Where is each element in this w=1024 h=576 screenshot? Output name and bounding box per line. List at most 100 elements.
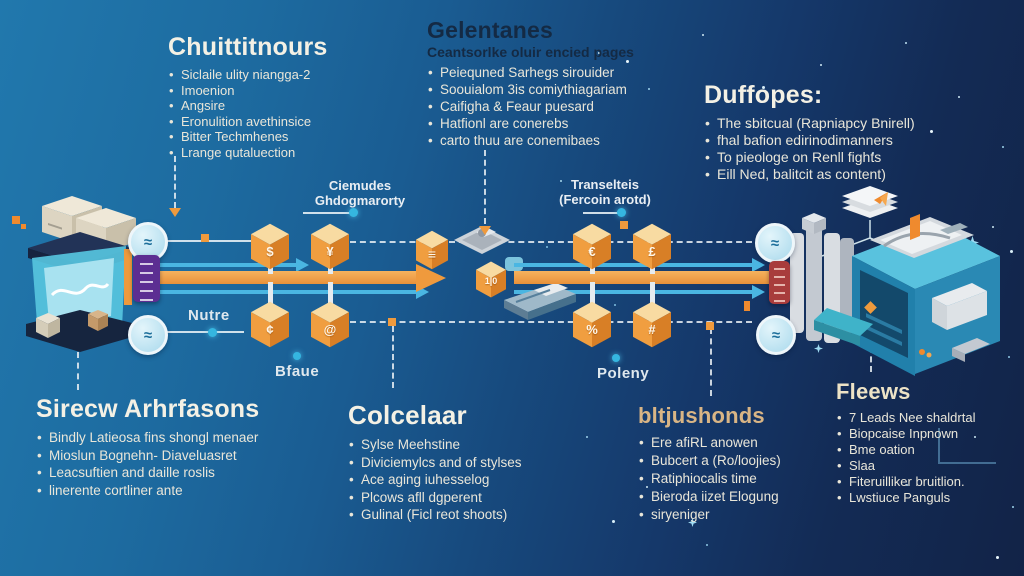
bullet-list: Bindly Latieosa fins shongl menaer Miosl… — [36, 429, 336, 499]
connector-line — [162, 331, 244, 333]
panel-bottom-mid-right: bltjushonds Ere afiRL anowen Bubcert a (… — [638, 403, 828, 524]
cube-stem — [328, 282, 333, 306]
bullet-item: Ere afiRL anowen — [638, 434, 828, 452]
bullet-item: Bitter Techmhenes — [168, 129, 448, 145]
bullet-item: linerente cortliner ante — [36, 482, 336, 500]
flow-arrow-blue-head — [296, 258, 309, 272]
bullet-item: Sylse Meehstine — [348, 436, 628, 454]
node-marker-icon — [620, 221, 628, 229]
node-marker-icon — [201, 234, 209, 242]
bullet-item: Bubcert a (Ro/loojies) — [638, 452, 828, 470]
bullet-item: Soouialom 3is comiythiagariam — [427, 81, 727, 98]
cube-glyph: € — [588, 244, 596, 259]
panel-title: Duffopes: — [704, 81, 823, 109]
coin-node-icon: ≈ — [756, 315, 796, 355]
bullet-item: Ace aging iuhesselog — [348, 471, 628, 489]
cube-glyph: @ — [323, 322, 337, 337]
stage-label-1: Ciemudes Ghdogmarorty — [314, 178, 406, 208]
panel-bottom-right: Fleews 7 Leads Nee shaldrtal Biopcaise I… — [836, 379, 1016, 506]
bullet-item: Gulinal (Ficl reot shoots) — [348, 506, 628, 524]
document-cube-icon: ≡ — [416, 230, 448, 270]
bullet-item: Siclaile ulity niangga-2 — [168, 67, 448, 83]
label-bfaue: Bfaue — [275, 363, 320, 380]
bullet-item: To pieologe on Renll fights — [704, 149, 1004, 166]
stage-label-2: Transelteis (Fercoin arotd) — [559, 177, 651, 207]
bullet-item: Caifigha & Feaur puesard — [427, 98, 727, 115]
label-poleny: Poleny — [597, 365, 650, 382]
panel-title: Sirecw Arhrfasons — [36, 395, 260, 423]
label-pointer-dot — [293, 352, 301, 360]
dashed-line — [350, 241, 752, 243]
dashed-line — [484, 150, 486, 224]
bullet-item: Lwstiuce Panguls — [836, 490, 1016, 506]
flow-arrow-blue — [514, 263, 752, 267]
bullet-item: Mioslun Bognehn- Diaveluasret — [36, 447, 336, 465]
label-pointer-dot — [612, 354, 620, 362]
flow-arrow-orange-head — [416, 264, 446, 292]
bullet-item: Fiteruilliker bruitlion. — [836, 474, 1016, 490]
bullet-list: Ere afiRL anowen Bubcert a (Ro/loojies) … — [638, 434, 828, 524]
block-cube-icon: € — [573, 223, 611, 270]
arrow-down-icon — [479, 226, 491, 235]
sparkle-icon — [814, 344, 823, 353]
bullet-item: Diviciemylcs and of stylses — [348, 454, 628, 472]
flow-arrow-orange — [158, 271, 416, 284]
dashed-line — [77, 320, 79, 390]
flow-arrow-orange — [514, 271, 770, 284]
bullet-item: fhal bafion edirinodimanners — [704, 132, 1004, 149]
flow-arrow-blue-head — [752, 258, 765, 272]
bullet-list: Peiequned Sarhegs sirouider Soouialom 3i… — [427, 64, 727, 149]
cube-glyph: ¢ — [266, 322, 274, 337]
label-pointer-line — [583, 212, 619, 214]
star-field-icon — [0, 0, 3, 3]
panel-top-right: Duffopes: The sbitcual (Rapniapcy Bnirel… — [704, 81, 1004, 183]
bullet-item: Ratiphiocalis time — [638, 470, 828, 488]
block-cube-icon: % — [573, 301, 611, 348]
bullet-item: Biopcaise Inpnown — [836, 426, 1016, 442]
flow-arrow-blue-head — [752, 285, 765, 299]
binary-cube-icon: 1|0 — [476, 261, 506, 298]
bullet-item: Eill Ned, balitcit as content) — [704, 166, 1004, 183]
cube-glyph: ≡ — [427, 246, 437, 262]
cube-glyph: ¥ — [326, 244, 334, 259]
panel-top-center: Gelentanes Ceantsorlke oluir encied page… — [427, 17, 727, 149]
label-nutre: Nutre — [188, 307, 230, 324]
bullet-item: Eronulition avethinsice — [168, 114, 448, 130]
bullet-item: Bme oation — [836, 442, 1016, 458]
coin-node-icon: ≈ — [755, 223, 795, 263]
bullet-item: Imoenion — [168, 83, 448, 99]
bullet-item: The sbitcual (Rapniapcy Bnirell) — [704, 115, 1004, 132]
flow-arrow-blue — [158, 263, 296, 267]
purple-chip-icon — [133, 255, 160, 302]
bullet-list: Sylse Meehstine Diviciemylcs and of styl… — [348, 436, 628, 524]
block-cube-icon: ¢ — [251, 301, 289, 348]
dashed-line — [350, 321, 752, 323]
cube-glyph: 1|0 — [484, 276, 498, 286]
left-machine-illustration — [26, 196, 136, 352]
bullet-item: Lrange qutaluection — [168, 145, 448, 161]
bullet-item: Hatfionl are conerebs — [427, 115, 727, 132]
panel-title: Colcelaar — [348, 400, 467, 430]
panel-title: Fleews — [836, 379, 911, 404]
cube-glyph: # — [648, 322, 656, 337]
panel-top-left: Chuittitnours Siclaile ulity niangga-2 I… — [168, 33, 448, 160]
bullet-item: Angsire — [168, 98, 448, 114]
block-cube-icon: $ — [251, 223, 289, 270]
pixel-deco-icon — [21, 224, 26, 229]
cube-stem — [268, 282, 273, 306]
bullet-item: Leacsuftien and daille roslis — [36, 464, 336, 482]
node-marker-icon — [706, 322, 714, 330]
cube-stem — [590, 282, 595, 306]
bullet-item: 7 Leads Nee shaldrtal — [836, 410, 1016, 426]
dashed-line — [174, 156, 176, 208]
bullet-item: Slaa — [836, 458, 1016, 474]
dashed-line — [710, 328, 712, 396]
flow-arrow-blue — [158, 290, 416, 294]
pixel-deco-icon — [744, 301, 750, 311]
red-chip-icon — [769, 261, 790, 304]
panel-title: Chuittitnours — [168, 33, 328, 61]
flat-printer-illustration — [504, 283, 576, 320]
bullet-list: Siclaile ulity niangga-2 Imoenion Angsir… — [168, 67, 448, 160]
dashed-line — [392, 326, 394, 388]
bullet-item: Plcows afll dgperent — [348, 489, 628, 507]
